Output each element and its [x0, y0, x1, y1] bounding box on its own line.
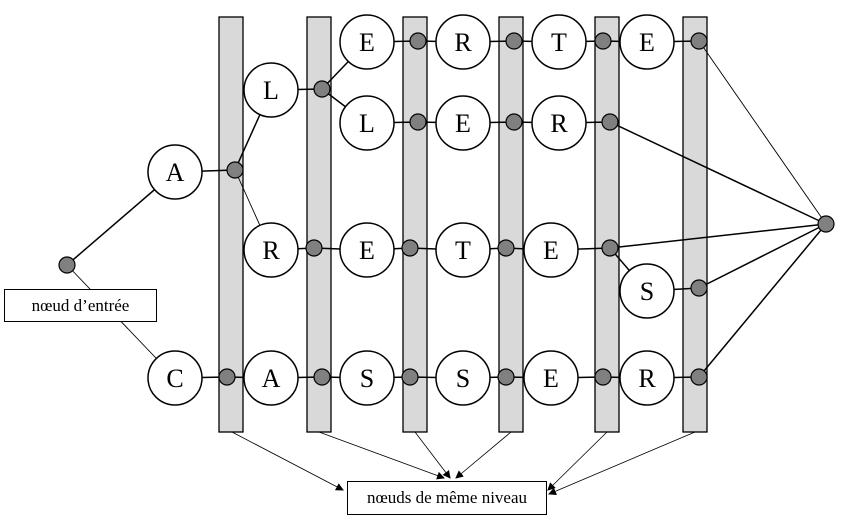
letter-node-circle: [339, 350, 395, 406]
letter-node: T: [435, 222, 491, 278]
letter-node-text: A: [166, 158, 185, 187]
letter-node-text: L: [359, 109, 375, 138]
junction-dot: [218, 368, 236, 386]
junction-dot: [690, 32, 708, 50]
letter-node-text: E: [359, 28, 375, 57]
junction-dot: [690, 279, 708, 297]
junction-dot: [505, 32, 523, 50]
entry-node-dot: [58, 256, 76, 274]
junction-dot: [594, 32, 612, 50]
letter-node-circle: [339, 222, 395, 278]
letter-node: E: [523, 222, 579, 278]
trie-edge: [698, 223, 827, 289]
letter-node: E: [339, 14, 395, 70]
letter-node-text: E: [543, 364, 559, 393]
letter-node-text: R: [454, 28, 472, 57]
entry-node-label: nœud d’entrée: [4, 289, 157, 322]
letter-node: E: [435, 95, 491, 151]
letter-node: E: [619, 14, 675, 70]
trie-edge: [698, 40, 827, 225]
level-arrow: [455, 431, 512, 479]
letter-node-text: L: [263, 76, 279, 105]
junction-dot: [690, 368, 708, 386]
letter-node-circle: [435, 350, 491, 406]
letter-node-circle: [435, 95, 491, 151]
level-arrow: [318, 431, 445, 480]
letter-node: T: [531, 14, 587, 70]
junction-dot: [313, 80, 331, 98]
level-bar: [498, 16, 524, 433]
letter-node: R: [619, 350, 675, 406]
level-arrow: [414, 431, 451, 479]
letter-node-text: R: [262, 236, 280, 265]
letter-node: E: [523, 350, 579, 406]
letter-node-circle: [435, 14, 491, 70]
junction-dot: [497, 239, 515, 257]
letter-node-text: E: [543, 236, 559, 265]
junction-dot: [497, 368, 515, 386]
letter-node-circle: [147, 144, 203, 200]
letter-node-circle: [243, 350, 299, 406]
letter-node-circle: [523, 350, 579, 406]
letter-node-text: S: [640, 277, 654, 306]
same-level-nodes-label: nœuds de même niveau: [347, 481, 547, 515]
letter-node-circle: [619, 14, 675, 70]
letter-node: S: [339, 350, 395, 406]
letter-node-text: R: [550, 109, 568, 138]
letter-node: L: [339, 95, 395, 151]
letter-node-text: S: [456, 364, 470, 393]
trie-edge: [698, 223, 827, 378]
level-arrow: [548, 431, 696, 495]
letter-node: L: [243, 62, 299, 118]
junction-dot: [305, 239, 323, 257]
letter-node-circle: [147, 350, 203, 406]
letter-node: R: [435, 14, 491, 70]
letter-node-circle: [339, 14, 395, 70]
letter-node-text: T: [455, 236, 471, 265]
letter-node: A: [243, 350, 299, 406]
letter-node-circle: [619, 263, 675, 319]
letter-node-circle: [531, 14, 587, 70]
letter-node-circle: [243, 222, 299, 278]
letter-node-text: E: [455, 109, 471, 138]
letter-node: R: [243, 222, 299, 278]
letter-node-circle: [243, 62, 299, 118]
junction-dot: [401, 239, 419, 257]
trie-edge: [609, 223, 827, 249]
junction-dot: [594, 368, 612, 386]
letter-node-text: E: [359, 236, 375, 265]
letter-node-circle: [435, 222, 491, 278]
letter-node-text: S: [360, 364, 374, 393]
level-arrow: [547, 431, 608, 491]
letter-node-circle: [523, 222, 579, 278]
final-node-dot: [817, 215, 835, 233]
letter-node-text: A: [262, 364, 281, 393]
letter-node: E: [339, 222, 395, 278]
letter-node: A: [147, 144, 203, 200]
letter-node: S: [435, 350, 491, 406]
junction-dot: [505, 113, 523, 131]
letter-node-text: C: [166, 364, 183, 393]
letter-node-circle: [339, 95, 395, 151]
junction-dot: [401, 368, 419, 386]
junction-dot: [601, 239, 619, 257]
level-bar: [218, 16, 244, 433]
junction-dot: [313, 368, 331, 386]
letter-node: S: [619, 263, 675, 319]
level-bar: [682, 16, 708, 433]
junction-dot: [601, 113, 619, 131]
junction-dot: [409, 113, 427, 131]
letter-node-text: R: [638, 364, 656, 393]
letter-node-circle: [619, 350, 675, 406]
letter-node: C: [147, 350, 203, 406]
letter-node-text: T: [551, 28, 567, 57]
letter-node-text: E: [639, 28, 655, 57]
junction-dot: [409, 32, 427, 50]
letter-node-circle: [531, 95, 587, 151]
letter-node: R: [531, 95, 587, 151]
level-arrow: [231, 431, 344, 491]
trie-edge: [609, 121, 827, 225]
junction-dot: [226, 161, 244, 179]
